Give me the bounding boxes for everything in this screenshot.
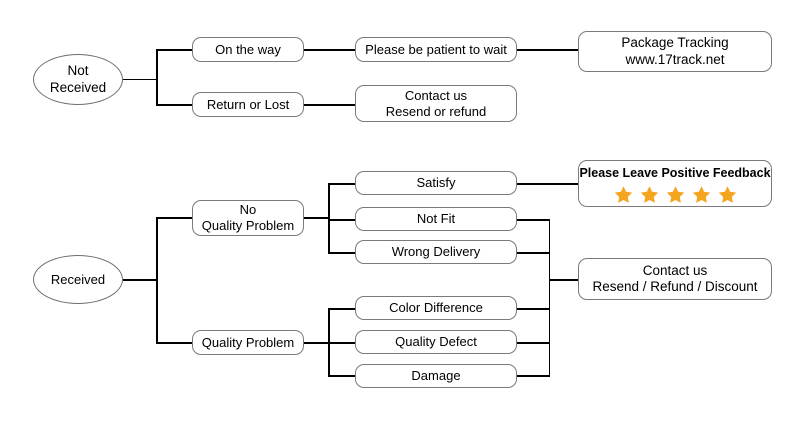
connector-on-the-way-to-wait (304, 49, 355, 51)
connector-received-split (156, 217, 158, 343)
connector-qp-stub (304, 342, 329, 344)
connector-satisfy-to-feedback (517, 183, 578, 185)
connector-wait-to-tracking (517, 49, 578, 51)
connector-not-received-split (156, 49, 158, 105)
node-package-tracking[interactable]: Package Tracking www.17track.net (578, 31, 772, 72)
connector-not-fit-to-bus (517, 219, 550, 221)
star-rating[interactable] (578, 184, 772, 204)
node-on-the-way[interactable]: On the way (192, 37, 304, 62)
node-no-quality-problem[interactable]: No Quality Problem (192, 200, 304, 236)
connector-color-difference-to-bus (517, 308, 550, 310)
connector-to-return-or-lost (156, 104, 193, 106)
node-received[interactable]: Received (33, 255, 123, 304)
connector-received-trunk (123, 279, 157, 281)
feedback-title: Please Leave Positive Feedback (579, 166, 771, 180)
connector-wrong-delivery-to-bus (517, 252, 550, 254)
node-quality-defect[interactable]: Quality Defect (355, 330, 517, 354)
connector-to-not-fit (328, 219, 355, 221)
connector-contact-bus (548, 219, 551, 376)
connector-to-wrong-delivery (328, 252, 355, 254)
connector-not-received-trunk (123, 78, 157, 81)
connector-to-no-quality-problem (156, 217, 193, 219)
node-not-received[interactable]: Not Received (33, 54, 123, 105)
star-icon[interactable] (718, 185, 737, 204)
connector-to-quality-defect (328, 342, 355, 344)
node-return-or-lost[interactable]: Return or Lost (192, 92, 304, 117)
star-icon[interactable] (666, 185, 685, 204)
node-color-difference[interactable]: Color Difference (355, 296, 517, 320)
node-satisfy[interactable]: Satisfy (355, 171, 517, 195)
connector-bus-to-contact (548, 279, 579, 281)
connector-return-to-contact (304, 104, 355, 106)
node-damage[interactable]: Damage (355, 364, 517, 388)
connector-to-quality-problem (156, 342, 193, 344)
connector-quality-defect-to-bus (517, 342, 550, 344)
node-please-be-patient[interactable]: Please be patient to wait (355, 37, 517, 62)
star-icon[interactable] (640, 185, 659, 204)
node-not-fit[interactable]: Not Fit (355, 207, 517, 231)
connector-to-color-difference (328, 308, 355, 310)
connector-to-on-the-way (156, 49, 193, 51)
connector-to-satisfy (328, 183, 355, 185)
node-contact-resend-refund[interactable]: Contact us Resend or refund (355, 85, 517, 122)
star-icon[interactable] (614, 185, 633, 204)
node-quality-problem[interactable]: Quality Problem (192, 330, 304, 355)
node-contact-resend-refund-discount[interactable]: Contact us Resend / Refund / Discount (578, 258, 772, 300)
connector-nqp-stub (304, 217, 329, 219)
connector-nqp-bus (328, 183, 330, 253)
node-wrong-delivery[interactable]: Wrong Delivery (355, 240, 517, 264)
connector-to-damage (328, 375, 355, 377)
connector-damage-to-bus (517, 375, 550, 377)
star-icon[interactable] (692, 185, 711, 204)
